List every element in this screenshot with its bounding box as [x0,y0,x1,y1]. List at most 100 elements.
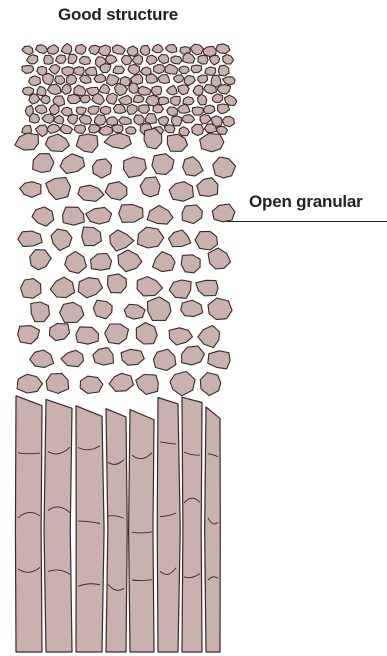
soil-granule [167,134,187,151]
soil-crumb [80,75,91,83]
soil-crumb [66,75,76,85]
soil-crumb [153,104,163,113]
soil-crumb [35,105,47,114]
soil-crumb [129,83,139,93]
soil-granule [169,230,191,247]
soil-crumb [98,45,110,56]
soil-crumb [179,66,189,73]
soil-crumb [171,96,181,105]
soil-crumb [193,85,203,95]
soil-crumb [30,113,40,123]
soil-crumb [49,64,60,74]
soil-granule [137,277,163,296]
soil-granule [109,373,133,391]
soil-granule [107,274,126,293]
soil-granule [45,134,69,151]
soil-granule [91,254,112,271]
soil-crumb [76,107,86,115]
soil-column-block [182,397,202,652]
soil-column-block [205,407,221,652]
soil-crumb [146,74,158,84]
soil-crumb [223,55,234,64]
soil-crumb [89,45,100,55]
soil-granule [46,373,69,393]
soil-granule [140,177,160,197]
soil-crumb [49,104,59,115]
soil-granule [119,205,143,223]
soil-crumb [212,94,222,103]
soil-granule [197,178,218,197]
soil-granule [213,157,236,178]
soil-granule [196,280,218,296]
soil-granule [65,251,87,273]
soil-granule [170,372,195,396]
soil-crumb [74,125,85,133]
soil-crumb [192,124,204,135]
soil-column-block [129,409,154,652]
soil-granule [30,350,54,368]
soil-granule [136,323,157,344]
soil-crumb [172,116,182,126]
soil-granule [82,227,102,246]
soil-crumb [62,84,72,94]
soil-crumb [100,106,110,114]
soil-granule [169,280,191,298]
soil-crumb [47,124,60,134]
soil-crumb [210,55,220,65]
soil-granule [183,157,203,176]
soil-crumb [22,65,34,73]
soil-crumb [47,45,58,55]
soil-column-block [157,398,180,652]
soil-crumb [217,104,229,114]
soil-crumb [146,114,157,124]
soil-crumb [36,45,48,54]
soil-granule [182,346,205,365]
soil-crumb [133,95,144,103]
soil-crumb [152,44,163,52]
soil-crumb [218,65,229,76]
soil-granule [33,154,54,173]
soil-granule [105,182,127,200]
soil-crumb [171,56,182,64]
soil-crumb [127,105,137,115]
soil-crumb [166,86,177,95]
soil-granule [93,159,112,178]
soil-crumb [86,67,97,76]
soil-crumb [127,46,138,56]
soil-crumb [217,126,228,134]
soil-crumb [44,55,53,64]
soil-granule [80,376,103,393]
soil-crumb [177,104,190,113]
soil-crumb [152,86,162,95]
soil-granule [181,255,200,273]
soil-granule [152,154,174,175]
soil-granule [18,326,40,344]
soil-crumb [79,115,92,125]
soil-granule [148,297,172,321]
soil-crumb [158,116,169,126]
soil-crumb [112,125,123,133]
soil-crumb [198,75,208,83]
soil-granule [147,205,173,224]
soil-granule [137,227,163,248]
soil-granule [32,207,54,226]
soil-crumb [94,115,106,126]
soil-crumb [112,45,125,54]
soil-crumb [182,114,195,122]
soil-crumb [119,117,132,125]
soil-granule [208,248,231,269]
soil-crumb [216,44,230,54]
soil-crumb [158,54,169,63]
soil-granule [30,250,52,270]
soil-column-block [44,399,72,652]
soil-granule [50,277,74,298]
soil-column-block [76,406,104,652]
soil-crumb [198,55,208,64]
soil-granule [200,134,224,152]
soil-granule [78,278,102,298]
soil-crumb [80,56,91,64]
soil-granule [104,133,131,149]
soil-granule [124,157,147,178]
soil-crumb [22,126,32,134]
